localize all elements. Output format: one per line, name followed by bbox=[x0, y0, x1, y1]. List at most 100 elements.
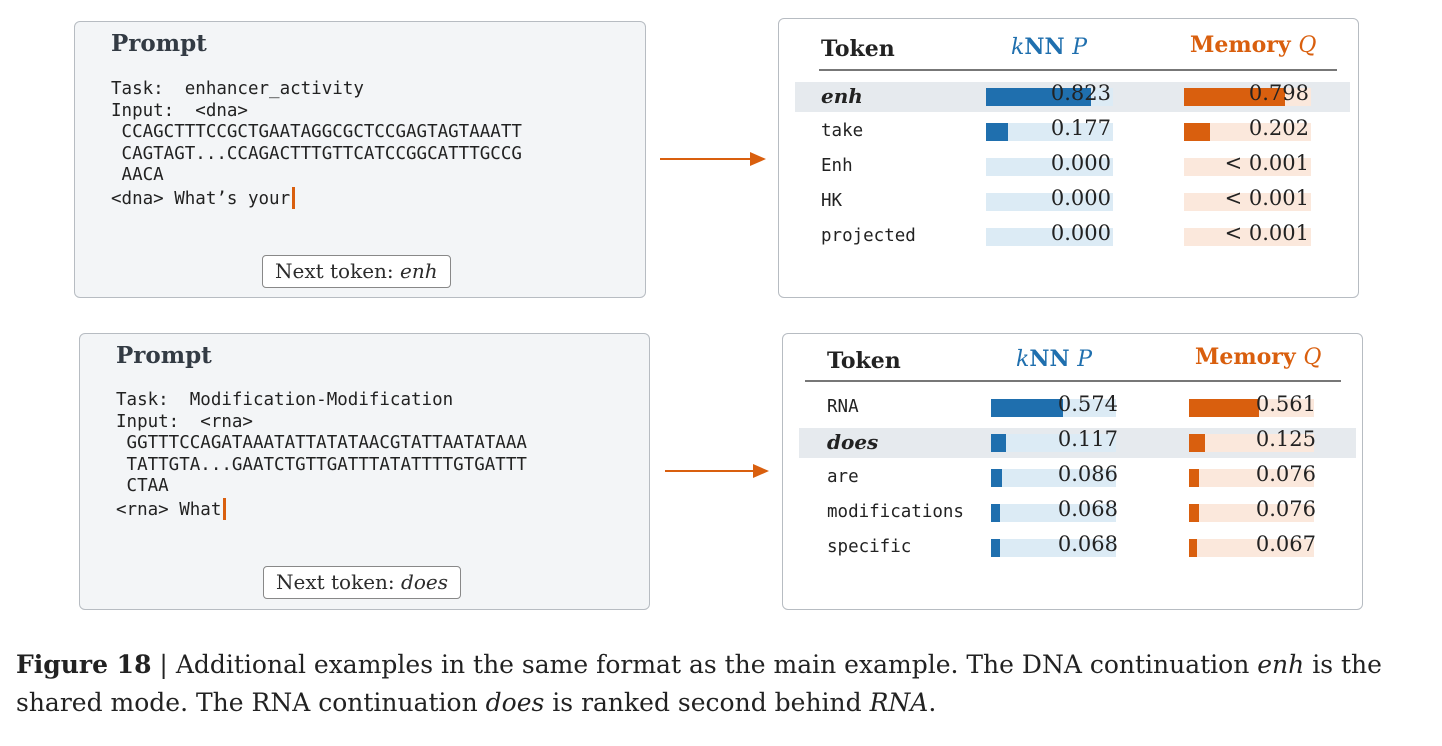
header-memory: Memory Q bbox=[1190, 32, 1316, 58]
header-token: Token bbox=[827, 348, 901, 374]
next-token-label: Next token: bbox=[275, 259, 401, 283]
memory-bar-track bbox=[1189, 434, 1314, 452]
memory-bar bbox=[1189, 469, 1199, 487]
token-label: are bbox=[827, 467, 859, 487]
header-knn: kNN P bbox=[1011, 34, 1087, 60]
prompt-title: Prompt bbox=[116, 342, 212, 369]
header-rule bbox=[805, 380, 1341, 382]
header-memory: Memory Q bbox=[1195, 344, 1321, 370]
token-table-dna: Token kNN P Memory Q enh 0.823 0.798 take 0.… bbox=[778, 18, 1359, 298]
knn-bar bbox=[991, 469, 1002, 487]
prompt-code: Task: Modification-Modification Input: <… bbox=[116, 390, 527, 521]
token-label: HK bbox=[821, 191, 843, 211]
token-label: RNA bbox=[827, 397, 859, 417]
code-line: CAGTAGT...CCAGACTTTGTTCATCCGGCATTTGCCG bbox=[111, 143, 522, 164]
token-label: take bbox=[821, 121, 864, 141]
arrow-right-icon bbox=[665, 464, 769, 478]
prompt-code: Task: enhancer_activity Input: <dna> CCA… bbox=[111, 79, 522, 210]
memory-bar bbox=[1189, 399, 1260, 417]
code-line: Task: enhancer_activity bbox=[111, 79, 364, 99]
text-cursor bbox=[292, 186, 296, 209]
knn-value: 0.000 bbox=[1050, 151, 1111, 175]
header-knn: kNN P bbox=[1016, 346, 1092, 372]
memory-value: < 0.001 bbox=[1224, 221, 1309, 245]
memory-bar-track bbox=[1189, 469, 1314, 487]
next-token-value: enh bbox=[400, 259, 438, 283]
knn-value: 0.823 bbox=[1050, 81, 1111, 105]
header-token: Token bbox=[821, 36, 895, 62]
code-line: <rna> What bbox=[116, 499, 222, 520]
caption-label: Figure 18 bbox=[16, 650, 152, 679]
memory-value: 0.202 bbox=[1248, 116, 1309, 140]
knn-bar bbox=[986, 88, 1091, 106]
memory-value: < 0.001 bbox=[1224, 151, 1309, 175]
knn-bar-track bbox=[991, 504, 1116, 522]
code-line: GGTTTCCAGATAAATATTATATAACGTATTAATATAAA bbox=[116, 433, 527, 453]
header-memory-label: Memory bbox=[1190, 32, 1299, 58]
token-label: specific bbox=[827, 537, 912, 557]
code-line: AACA bbox=[111, 165, 164, 185]
token-table-rna: Token kNN P Memory Q RNA 0.574 0.561 does 0.… bbox=[782, 333, 1363, 610]
memory-value: 0.067 bbox=[1255, 532, 1316, 556]
caption-em: enh bbox=[1257, 650, 1305, 679]
next-token-badge: Next token: does bbox=[263, 566, 461, 599]
figure-caption: Figure 18 | Additional examples in the s… bbox=[16, 646, 1431, 722]
arrow-right-icon bbox=[660, 152, 766, 166]
token-label: Enh bbox=[821, 156, 853, 176]
caption-text: is ranked second behind bbox=[544, 688, 870, 717]
knn-value: 0.574 bbox=[1057, 392, 1118, 416]
text-cursor bbox=[223, 497, 227, 520]
next-token-value: does bbox=[401, 570, 448, 594]
header-knn-rest: NN bbox=[1024, 34, 1073, 60]
knn-value: 0.000 bbox=[1050, 186, 1111, 210]
knn-bar-track bbox=[991, 539, 1116, 557]
code-line: <dna> What’s your bbox=[111, 188, 291, 209]
prompt-box-rna: Prompt Task: Modification-Modification I… bbox=[79, 333, 650, 610]
prompt-box-dna: Prompt Task: enhancer_activity Input: <d… bbox=[74, 21, 646, 298]
caption-text: is the shared mode. The RNA continuation bbox=[16, 650, 1382, 717]
knn-bar-track bbox=[986, 193, 1113, 211]
code-line: CTAA bbox=[116, 476, 169, 496]
caption-text: Additional examples in the same format a… bbox=[175, 650, 1258, 679]
memory-bar-track bbox=[1184, 158, 1311, 176]
memory-bar bbox=[1189, 539, 1198, 557]
knn-bar-track bbox=[991, 399, 1116, 417]
next-token-label: Next token: bbox=[276, 570, 402, 594]
memory-value: 0.798 bbox=[1248, 81, 1309, 105]
memory-bar bbox=[1189, 434, 1205, 452]
memory-bar-track bbox=[1184, 193, 1311, 211]
memory-bar-track bbox=[1189, 539, 1314, 557]
knn-value: 0.068 bbox=[1057, 532, 1118, 556]
token-label: enh bbox=[821, 84, 863, 108]
header-knn-symbol: P bbox=[1077, 347, 1093, 372]
knn-bar bbox=[986, 123, 1009, 141]
knn-bar bbox=[991, 399, 1063, 417]
header-knn-rest: NN bbox=[1029, 346, 1078, 372]
code-line: Task: Modification-Modification bbox=[116, 390, 454, 410]
memory-bar bbox=[1184, 88, 1286, 106]
token-label: does bbox=[827, 430, 879, 454]
header-knn-k: k bbox=[1011, 35, 1025, 60]
knn-value: 0.068 bbox=[1057, 497, 1118, 521]
knn-bar bbox=[991, 539, 1000, 557]
token-label: modifications bbox=[827, 502, 964, 522]
next-token-badge: Next token: enh bbox=[262, 255, 451, 288]
memory-bar-track bbox=[1184, 228, 1311, 246]
prompt-title: Prompt bbox=[111, 30, 207, 57]
knn-bar-track bbox=[986, 88, 1113, 106]
memory-value: 0.125 bbox=[1255, 427, 1316, 451]
memory-value: 0.561 bbox=[1255, 392, 1316, 416]
token-label: projected bbox=[821, 226, 916, 246]
header-memory-symbol: Q bbox=[1298, 33, 1317, 58]
code-line: CCAGCTTTCCGCTGAATAGGCGCTCCGAGTAGTAAATT bbox=[111, 122, 522, 142]
caption-text: . bbox=[928, 688, 937, 717]
knn-bar bbox=[991, 504, 1000, 522]
knn-value: 0.177 bbox=[1050, 116, 1111, 140]
header-knn-symbol: P bbox=[1072, 35, 1088, 60]
knn-value: 0.086 bbox=[1057, 462, 1118, 486]
knn-bar-track bbox=[986, 123, 1113, 141]
code-line: Input: <dna> bbox=[111, 100, 248, 121]
caption-sep: | bbox=[151, 650, 176, 679]
header-rule bbox=[819, 69, 1337, 71]
memory-value: 0.076 bbox=[1255, 462, 1316, 486]
